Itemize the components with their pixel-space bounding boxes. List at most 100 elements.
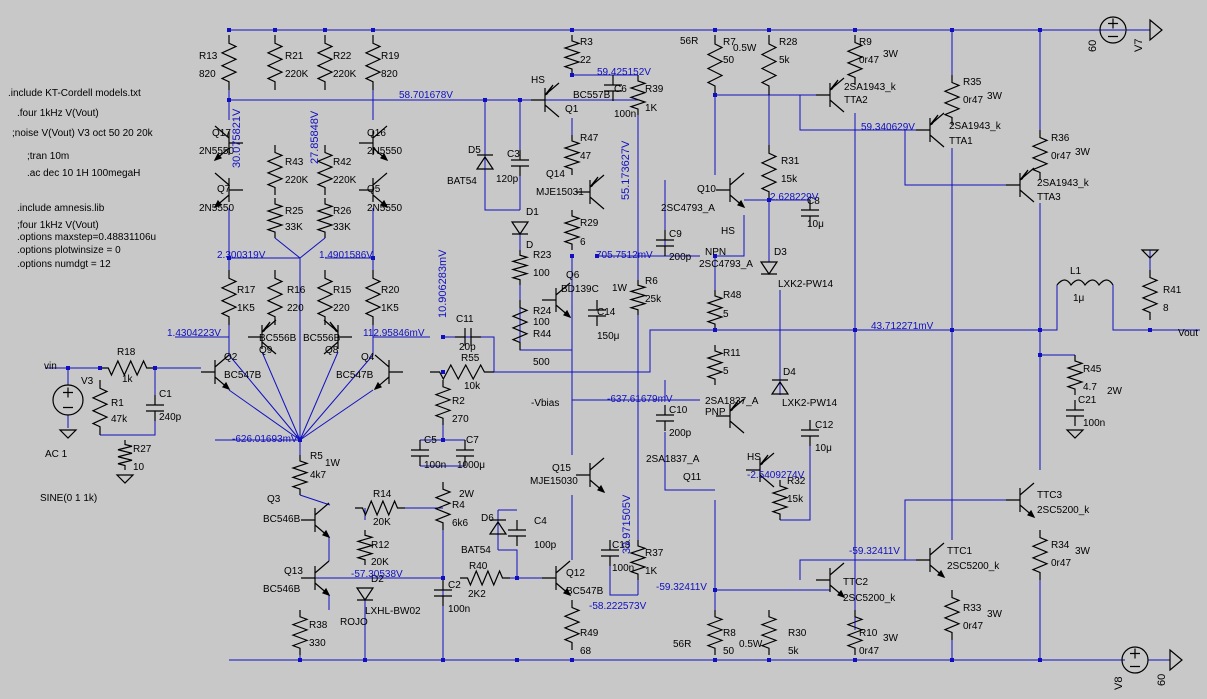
r42-ref: R42: [333, 157, 352, 168]
diode-symbol: [759, 261, 779, 276]
c5-ref: C5: [424, 435, 437, 446]
r25-ref: R25: [285, 206, 304, 217]
r5-power: 1W: [325, 458, 340, 469]
resistor-symbol: [220, 270, 238, 325]
q6-ref: Q6: [566, 270, 580, 281]
npn-transistor-symbol: [542, 560, 571, 596]
d2-color: ROJO: [340, 617, 368, 628]
pnp-transistor-symbol: [816, 77, 845, 113]
r37-value: 1K: [645, 566, 658, 577]
npn-transistor-symbol: [916, 542, 945, 578]
pnp-transistor-symbol: [323, 319, 352, 355]
arrow-icon: [380, 199, 389, 209]
npn-transistor-symbol: [576, 457, 605, 493]
capacitor-symbol: [604, 75, 622, 101]
r20-value: 1K5: [381, 303, 399, 314]
r1-value: 47k: [111, 414, 128, 425]
pnp-transistor-symbol: [916, 112, 945, 148]
voltage-source-symbol: [1099, 16, 1127, 44]
q2-ref: Q2: [224, 352, 238, 363]
resistor-symbol: [430, 363, 494, 381]
r4-power: 2W: [459, 489, 474, 500]
c9-ref: C9: [669, 229, 682, 240]
wire: [125, 421, 156, 436]
r12-ref: R12: [371, 540, 390, 551]
vout-label: Vout: [1178, 328, 1199, 339]
diode-symbol: [510, 221, 530, 236]
resistor-symbol: [706, 35, 724, 95]
resistor-symbol: [434, 380, 452, 425]
tta2-ref: TTA2: [844, 95, 868, 106]
pnp-transistor-symbol: [531, 82, 560, 118]
junction-dot: [713, 588, 717, 592]
r55-value: 10k: [464, 381, 481, 392]
wire: [904, 130, 1006, 186]
c10-value: 200p: [669, 428, 692, 439]
r4-value: 6k6: [452, 518, 469, 529]
resistor-symbol: [563, 600, 581, 650]
npn-transistor-symbol: [359, 125, 388, 161]
d2-ref: D2: [371, 574, 384, 585]
junction-dot: [1038, 658, 1042, 662]
voltage-label: -637.61679mV: [607, 394, 673, 405]
junction-dot: [371, 256, 375, 260]
resistor-symbol: [760, 35, 778, 95]
vbias-label: -Vbias: [531, 398, 560, 409]
ground-icon: [1140, 249, 1160, 259]
resistor-symbol: [91, 380, 109, 435]
npn-transistor-symbol: [816, 562, 845, 598]
q8-model: BC556B: [303, 333, 341, 344]
resistor-symbol: [760, 145, 778, 200]
r24-ref: R24: [533, 306, 552, 317]
r9-value: 0r47: [859, 55, 880, 66]
voltage-label: 705.7512mV: [596, 250, 653, 261]
q16-ref: Q16: [367, 128, 386, 139]
arrow-icon: [837, 589, 846, 599]
voltage-label: 10.906283mV: [437, 249, 449, 319]
r13-ref: R13: [199, 51, 218, 62]
resistor-symbol: [266, 198, 284, 238]
capacitor-symbol: [456, 440, 474, 466]
c3-value: 120p: [496, 174, 519, 185]
c14-ref: C14: [597, 307, 616, 318]
spice-directive: .ac dec 10 1H 100megaH: [27, 168, 141, 179]
tta3-ref: TTA3: [1037, 192, 1061, 203]
voltage-label: -58.222573V: [589, 601, 647, 612]
r11-value: 5: [723, 366, 729, 377]
hs-label: HS: [721, 226, 735, 237]
arrow-icon: [597, 484, 606, 494]
voltage-label: 27.85848V: [309, 110, 321, 164]
junction-dot: [483, 98, 487, 102]
junction-dot: [767, 28, 771, 32]
resistor-symbol: [1031, 530, 1049, 580]
c8-ref: C8: [807, 196, 820, 207]
q5-ref: Q5: [367, 184, 381, 195]
resistor-symbol: [316, 145, 334, 195]
arrow-icon: [261, 321, 271, 333]
q6-model: BD139C: [561, 284, 599, 295]
r43-ref: R43: [285, 157, 304, 168]
resistor-symbol: [364, 270, 382, 325]
junction-dot: [298, 438, 302, 442]
arrow-icon: [563, 587, 572, 597]
voltage-label: 33.971505V: [621, 494, 633, 554]
r27-ref: R27: [133, 444, 152, 455]
plus-minus-icon: [1108, 18, 1118, 38]
q8-ref: Q8: [325, 345, 339, 356]
wire: [481, 336, 495, 372]
resistor-symbol: [117, 440, 133, 470]
v3-value: AC 1: [45, 449, 68, 460]
r38-ref: R38: [309, 620, 328, 631]
q11-model: 2SA1837_A: [646, 454, 700, 465]
arrow-icon: [1027, 509, 1036, 519]
wire: [1040, 285, 1058, 331]
r43-value: 220K: [285, 175, 309, 186]
voltage-label: 112.95846mV: [363, 328, 425, 339]
resistor-symbol: [355, 530, 375, 565]
junction-dot: [323, 28, 327, 32]
arrow-icon: [929, 114, 939, 126]
c11-value: 20p: [459, 342, 476, 353]
wire: [228, 354, 301, 441]
arrow-icon: [544, 84, 554, 96]
component-symbols: [52, 16, 1183, 674]
